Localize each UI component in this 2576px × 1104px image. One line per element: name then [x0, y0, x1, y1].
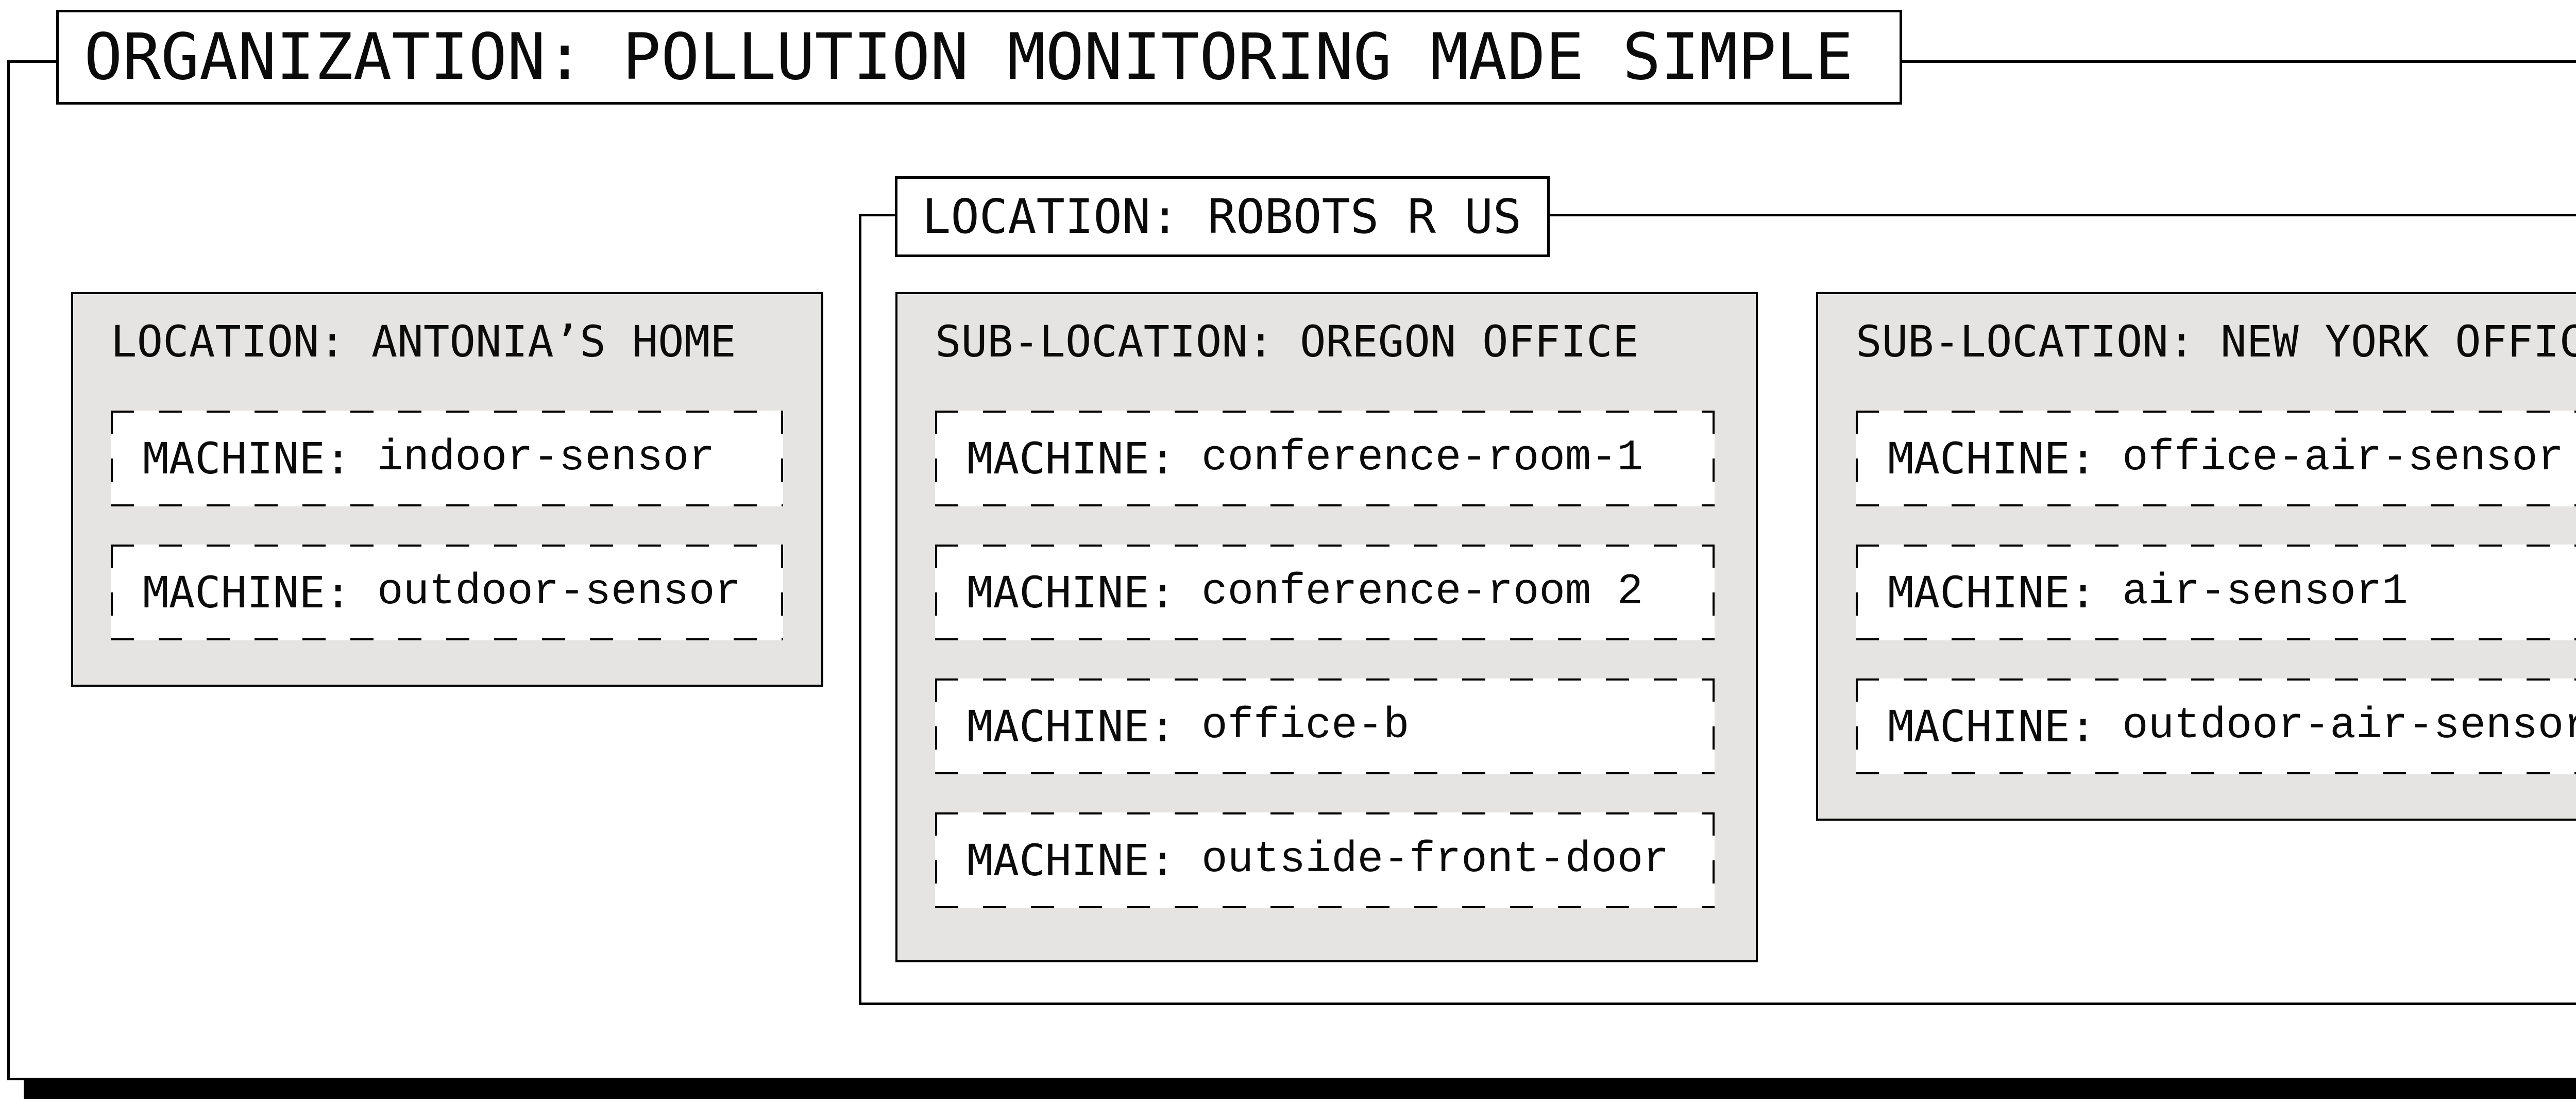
machine-name: office-air-sensor	[2122, 434, 2564, 483]
machine-box-conference-room 2: MACHINE: conference-room 2	[935, 545, 1715, 640]
machine-box-indoor-sensor: MACHINE: indoor-sensor	[111, 411, 783, 506]
machine-label: MACHINE:	[143, 567, 378, 618]
location-title-tab-robots-r-us: LOCATION: ROBOTS R US	[895, 176, 1550, 257]
machine-name: air-sensor1	[2122, 568, 2408, 617]
location-panel-antonias-home: LOCATION: ANTONIA’S HOME MACHINE: indoor…	[71, 292, 823, 687]
machine-box-conference-room-1: MACHINE: conference-room-1	[935, 411, 1715, 506]
sublocation-panel-oregon-office: SUB-LOCATION: OREGON OFFICE MACHINE: con…	[895, 292, 1758, 962]
machine-label: MACHINE:	[967, 835, 1202, 886]
machine-name: outdoor-air-sensor	[2122, 702, 2576, 751]
machine-label: MACHINE:	[967, 433, 1202, 484]
sublocation-title-new-york-office: SUB-LOCATION: NEW YORK OFFICE	[1856, 316, 2576, 367]
machine-name: outdoor-sensor	[377, 568, 741, 617]
machine-name: outside-front-door	[1201, 836, 1669, 885]
machine-name: conference-room 2	[1201, 568, 1643, 617]
sublocation-title-oregon-office: SUB-LOCATION: OREGON OFFICE	[935, 316, 1639, 367]
location-title-robots-r-us: LOCATION: ROBOTS R US	[922, 189, 1522, 244]
machine-box-outside-front-door: MACHINE: outside-front-door	[935, 812, 1715, 908]
machine-label: MACHINE:	[1888, 701, 2123, 752]
machine-box-office-air-sensor: MACHINE: office-air-sensor	[1856, 411, 2576, 506]
machine-box-outdoor-sensor: MACHINE: outdoor-sensor	[111, 545, 783, 640]
machine-label: MACHINE:	[143, 433, 378, 484]
machine-box-air-sensor1: MACHINE: air-sensor1	[1856, 545, 2576, 640]
organization-title: ORGANIZATION: POLLUTION MONITORING MADE …	[84, 20, 1854, 94]
machine-label: MACHINE:	[1888, 567, 2123, 618]
machine-label: MACHINE:	[1888, 433, 2123, 484]
machine-name: indoor-sensor	[377, 434, 715, 483]
sublocation-panel-new-york-office: SUB-LOCATION: NEW YORK OFFICE MACHINE: o…	[1816, 292, 2576, 821]
machine-box-outdoor-air-sensor: MACHINE: outdoor-air-sensor	[1856, 678, 2576, 774]
machine-label: MACHINE:	[967, 567, 1202, 618]
machine-label: MACHINE:	[967, 701, 1202, 752]
location-title-antonias-home: LOCATION: ANTONIA’S HOME	[111, 316, 736, 367]
machine-name: office-b	[1201, 702, 1410, 751]
organization-title-tab: ORGANIZATION: POLLUTION MONITORING MADE …	[56, 10, 1902, 105]
machine-name: conference-room-1	[1201, 434, 1643, 483]
machine-box-office-b: MACHINE: office-b	[935, 678, 1715, 774]
